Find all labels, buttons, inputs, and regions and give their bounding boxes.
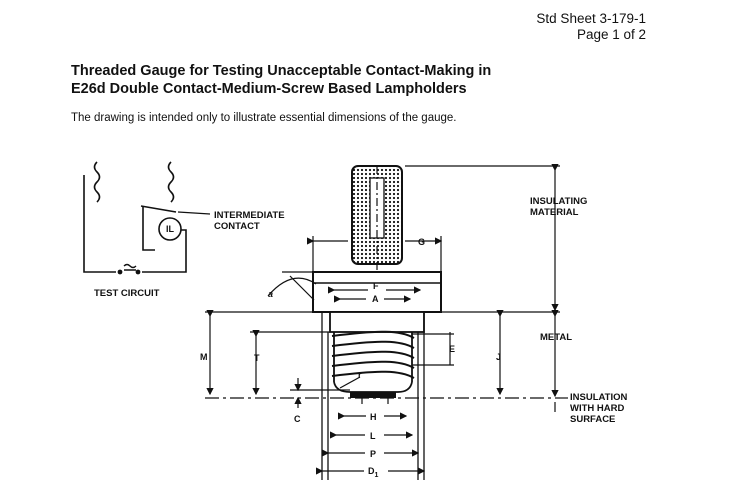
dim-label-d1-main: D: [368, 466, 375, 476]
intermediate-contact-label-1: INTERMEDIATE: [214, 210, 285, 221]
test-circuit-caption: TEST CIRCUIT: [94, 288, 160, 299]
page-indicator: Page 1 of 2: [576, 27, 646, 42]
fuse-symbol-icon: [123, 263, 137, 271]
circuit-wire-switch: [142, 207, 155, 251]
dim-label-e: E: [449, 344, 455, 354]
gauge-body: [282, 165, 442, 480]
circuit-wire-left: [83, 175, 116, 273]
dim-label-a: A: [372, 294, 379, 304]
insulating-label-1: INSULATING: [530, 196, 587, 207]
dim-label-r: r: [358, 370, 362, 380]
dim-label-j: J: [496, 352, 501, 362]
document-title: Threaded Gauge for Testing Unacceptable …: [71, 62, 491, 98]
thread-lines: [331, 330, 415, 379]
insulation-label-2: WITH HARD: [570, 403, 624, 414]
dim-label-angle: a: [268, 289, 273, 299]
title-line-1: Threaded Gauge for Testing Unacceptable …: [71, 63, 492, 79]
dim-label-c: C: [294, 414, 301, 424]
terminal-dot-left: [117, 269, 123, 275]
insulation-label-3: SURFACE: [570, 414, 615, 425]
terminal-dot-right: [135, 269, 141, 275]
thread-edges: [333, 332, 413, 382]
switch-contact-arm: [140, 205, 177, 213]
test-circuit: IL INTERMEDIATE CONTACT TEST CIRCUIT: [83, 161, 285, 299]
dim-label-g: G: [418, 237, 425, 247]
sheet-number: Std Sheet 3-179-1: [536, 11, 646, 26]
metal-label: METAL: [540, 332, 572, 343]
insulating-flange: [312, 271, 442, 313]
circuit-wire-right: [142, 229, 187, 273]
insulating-tip: [350, 392, 396, 398]
dim-r-leader: [339, 376, 361, 389]
metal-collar: [329, 311, 425, 333]
insulating-label-2: MATERIAL: [530, 207, 579, 218]
title-line-2: E26d Double Contact-Medium-Screw Based L…: [71, 81, 467, 97]
indicator-lamp-icon: [158, 217, 182, 241]
wire-squiggle-left: [93, 161, 101, 203]
dim-label-h: H: [370, 412, 377, 422]
insulation-label-1: INSULATION: [570, 392, 627, 403]
contact-leader-line: [177, 211, 211, 215]
dim-label-m: M: [200, 352, 208, 362]
intermediate-contact-label-2: CONTACT: [214, 221, 260, 232]
dim-label-p: P: [370, 449, 376, 459]
drawing-note: The drawing is intended only to illustra…: [71, 112, 457, 124]
dim-label-t: T: [254, 353, 260, 363]
dim-label-d1: D1: [368, 466, 379, 479]
dim-label-f: F: [373, 281, 379, 291]
wire-squiggle-right: [167, 161, 175, 203]
dim-label-l: L: [370, 431, 376, 441]
dim-angle-arc: [267, 277, 317, 297]
dim-angle-leader: [289, 275, 315, 301]
thread-section: [331, 330, 415, 393]
sheet-identifier: Std Sheet 3-179-1 Page 1 of 2: [536, 11, 646, 43]
lamp-label: IL: [166, 224, 175, 234]
dim-label-d1-sub: 1: [375, 472, 379, 479]
